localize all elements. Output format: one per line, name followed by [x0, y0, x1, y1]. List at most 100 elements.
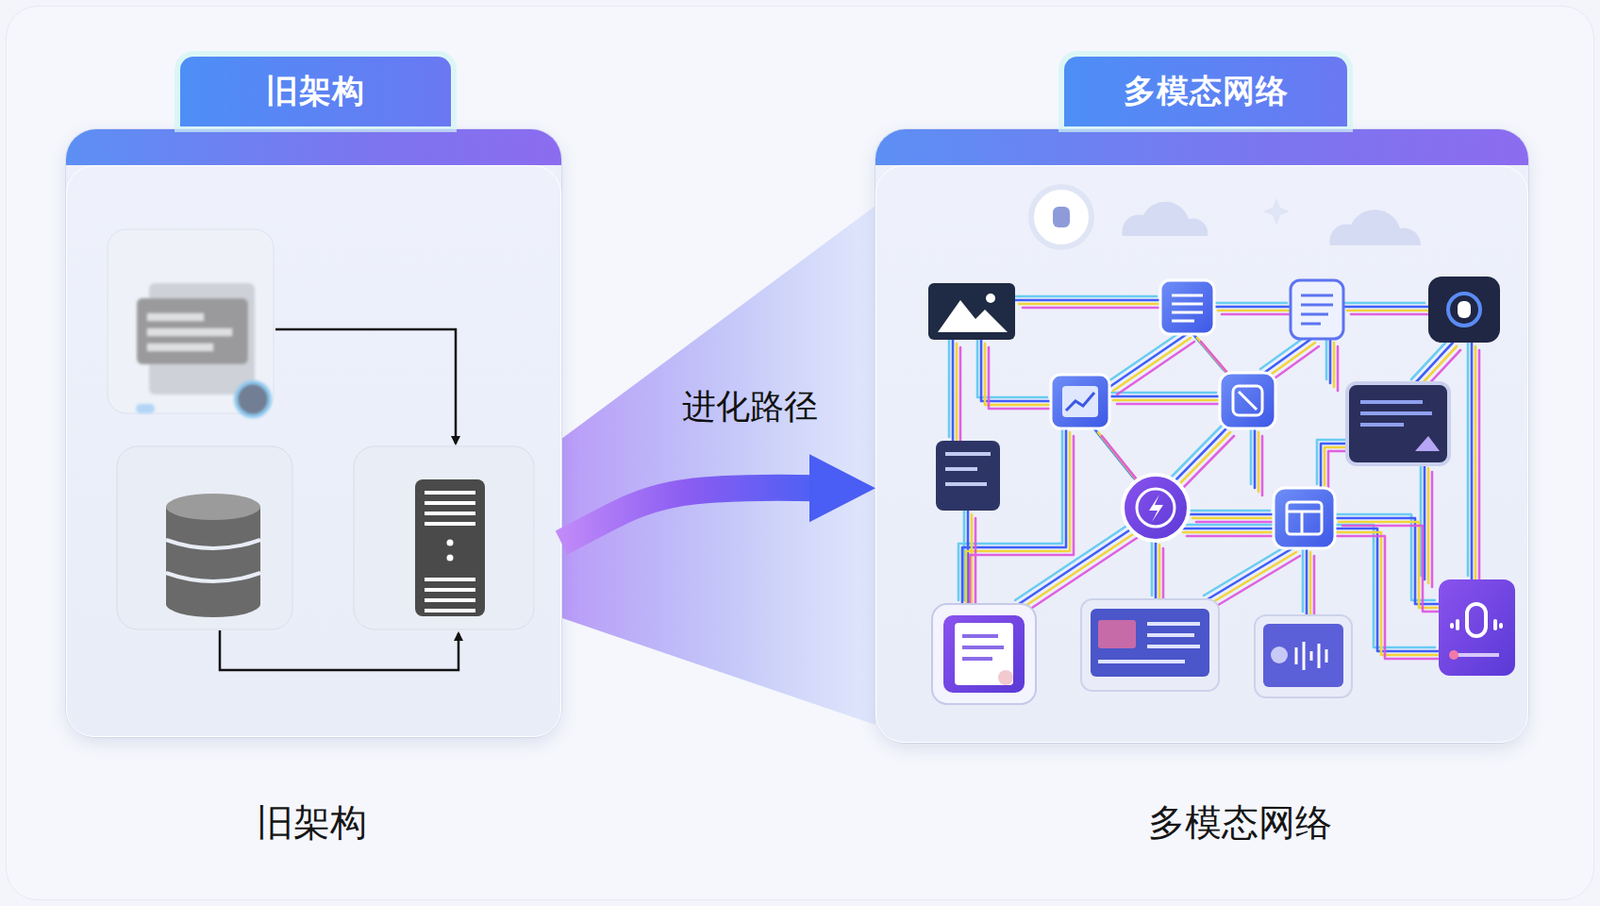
cloud: [1121, 201, 1208, 236]
text-lines: [945, 453, 991, 484]
arrowhead: [809, 453, 876, 522]
image-icon: [928, 283, 1016, 340]
cylinder-body: [166, 506, 261, 604]
icon-tile: [1254, 615, 1352, 698]
window-divider: [1286, 511, 1322, 534]
icon-tile: [1050, 374, 1110, 429]
text-lines: [1360, 401, 1433, 425]
panel-body: [875, 165, 1529, 743]
icon-tile: [1081, 599, 1219, 691]
audio-screen: [1263, 623, 1344, 687]
status-badge: [1031, 186, 1092, 248]
icon-tile: [1273, 487, 1335, 549]
video-card: [1347, 383, 1450, 465]
window-icon: [1273, 487, 1335, 549]
document-line: [147, 313, 204, 321]
icon-tile: [1428, 276, 1500, 343]
data-flow-line: [275, 329, 456, 444]
audio-card: [1254, 615, 1352, 698]
triangle-glyph: [1415, 435, 1440, 451]
server-icon: [415, 479, 485, 617]
architecture-panel: 多模态网络: [875, 129, 1529, 743]
server-body: [415, 479, 485, 617]
text-lines: [962, 635, 1004, 659]
network-wires: [956, 303, 1476, 655]
panel-body: [66, 165, 562, 737]
icon-tile: [1438, 579, 1516, 676]
speaker-glyph: [1270, 646, 1288, 664]
waveform: [1296, 641, 1327, 670]
evolution-arrow: [561, 453, 876, 543]
icon-tile: [932, 603, 1036, 704]
document-frame: [943, 615, 1025, 693]
edge-label: 进化路径: [682, 383, 818, 431]
text-card: [935, 440, 1000, 511]
mountain-glyph: [937, 300, 1008, 333]
paper: [954, 622, 1014, 685]
stamp-glyph: [998, 669, 1014, 685]
text-lines: [1300, 295, 1334, 324]
icon-tile: [1219, 372, 1276, 429]
cylinder-bottom: [166, 590, 261, 617]
text-lines: [1098, 623, 1200, 662]
network-wires: [949, 296, 1468, 648]
arrow-shaft: [561, 487, 817, 543]
mic-glyph: [1466, 603, 1486, 636]
thumbnail: [1098, 619, 1136, 649]
square-glyph: [1233, 385, 1263, 416]
server-led: [447, 554, 454, 562]
assistant-icon: [1428, 276, 1500, 343]
network-wires: [952, 300, 1472, 651]
sun-glyph: [985, 293, 996, 303]
chart-icon: [1050, 374, 1110, 429]
hub-circle: [1122, 474, 1189, 541]
diagonal-glyph: [1238, 391, 1257, 410]
multimodal-illustration: [928, 186, 1516, 704]
old-architecture-illustration: [107, 229, 534, 670]
sparkle: [1263, 198, 1290, 225]
bolt-glyph: [1149, 494, 1164, 522]
text-lines: [1171, 295, 1203, 321]
icon-tile: [1347, 383, 1450, 465]
panel-tab-title: 多模态网络: [1064, 56, 1348, 127]
caption-line: [1453, 652, 1500, 657]
screen: [1090, 608, 1210, 677]
hub-icon: [1219, 372, 1276, 429]
database-tile: [116, 446, 293, 630]
document-card: [932, 603, 1036, 704]
chart-frame: [1062, 385, 1099, 417]
icon-tile: [935, 440, 1000, 511]
cylinder-band: [166, 572, 261, 582]
icon-tile: [1290, 280, 1344, 339]
small-chip: [135, 403, 155, 414]
microphone-card: [1438, 579, 1516, 676]
window-glyph: [1286, 501, 1322, 534]
document-tile: [107, 229, 274, 414]
data-flow-line: [219, 630, 459, 670]
document-icon: [135, 283, 270, 417]
network-wires: [960, 307, 1480, 659]
server-led: [447, 539, 454, 547]
server-tile: [353, 446, 534, 630]
section-caption: 旧架构: [256, 797, 367, 849]
ring-glyph: [1448, 293, 1481, 326]
icon-tile: [928, 283, 1016, 340]
transition-wedge: [520, 205, 876, 725]
core-glyph: [1457, 300, 1471, 318]
section-caption: 多模态网络: [1148, 797, 1333, 849]
document-back: [149, 283, 255, 395]
document-icon: [1290, 280, 1344, 339]
gear-icon: [235, 382, 270, 417]
database-icon: [166, 493, 261, 617]
cloud: [1329, 209, 1421, 246]
cylinder-top: [166, 493, 261, 520]
document-icon: [1160, 280, 1215, 334]
panel-tab-title: 旧架构: [180, 56, 451, 127]
document-front: [136, 298, 249, 365]
status-badge-core: [1052, 206, 1070, 228]
core-hub: [1122, 474, 1189, 541]
sound-ticks: [1451, 620, 1501, 629]
